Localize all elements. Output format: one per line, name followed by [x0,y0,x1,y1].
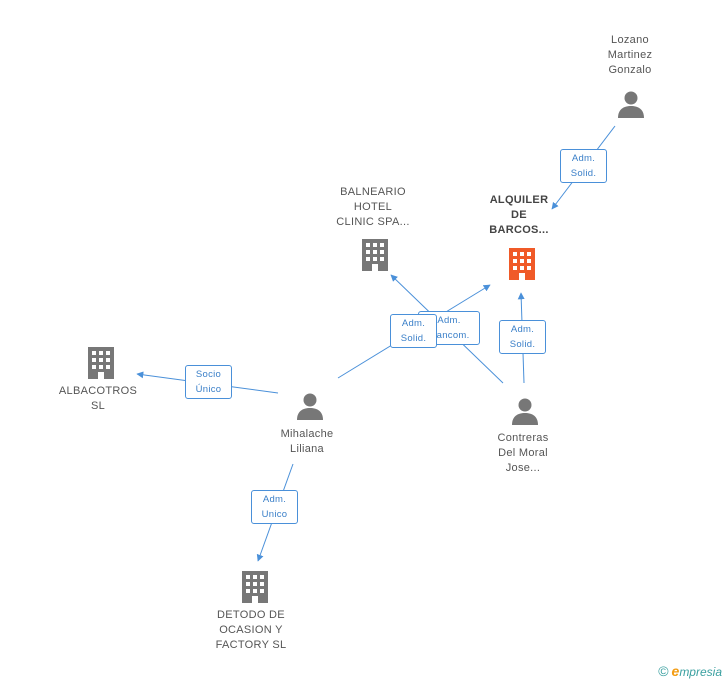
brand-logo-text: mpresia [679,665,722,679]
badge-lozano-alquiler[interactable]: Adm. Solid. [560,149,607,183]
node-label-albacotros: ALBACOTROS SL [58,385,138,412]
node-label-contreras: Contreras Del Moral Jose... [497,432,549,474]
node-label-detodo: DETODO DE OCASION Y FACTORY SL [215,609,287,651]
badge-mihalache-detodo[interactable]: Adm. Unico [251,490,298,524]
node-label-balneario: BALNEARIO HOTEL CLINIC SPA... [336,186,410,228]
node-label-mihalache: Mihalache Liliana [280,428,334,455]
badge-mihalache-balneario[interactable]: Adm. Solid. [390,314,437,348]
copyright-icon: © [658,663,669,679]
footer-brand: ©empresia [658,663,722,679]
person-icon[interactable] [295,391,325,421]
node-label-alquiler: ALQUILER DE BARCOS... [489,194,549,236]
badge-mihalache-albacotros[interactable]: Socio Único [185,365,232,399]
building-icon[interactable] [86,345,116,379]
building-icon[interactable] [240,569,270,603]
person-icon[interactable] [510,396,540,426]
building-icon[interactable] [360,237,390,271]
node-label-lozano: Lozano Martinez Gonzalo [607,34,653,76]
badge-contreras-alquiler[interactable]: Adm. Solid. [499,320,546,354]
person-icon[interactable] [616,89,646,119]
brand-logo-initial: e [671,663,680,679]
building-icon-focus[interactable] [507,246,537,280]
